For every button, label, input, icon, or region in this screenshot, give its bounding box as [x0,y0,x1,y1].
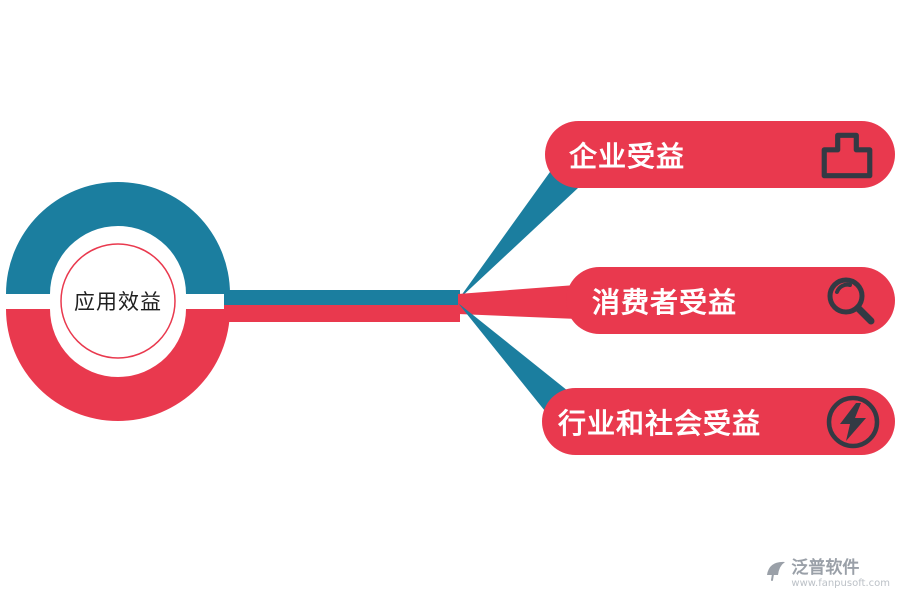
beam-top [458,133,578,300]
branch-label: 企业受益 [569,139,686,173]
center-node-label: 应用效益 [74,290,162,314]
lightning-icon [825,394,881,450]
magnifier-icon [823,273,879,329]
branch-node-enterprise: 企业受益 [545,121,895,188]
watermark-url: www.fanpusoft.com [791,578,890,589]
branch-node-industry-society: 行业和社会受益 [542,388,895,455]
branch-label: 行业和社会受益 [558,406,762,440]
center-ring [60,243,176,359]
watermark: 泛普软件 www.fanpusoft.com [765,558,890,590]
trunk-stripe-red [224,305,460,322]
branch-label: 消费者受益 [592,285,738,319]
donut-top-half [6,182,230,294]
briefcase-icon [817,127,877,183]
fanpu-logo-icon [765,558,787,582]
donut-bottom-half [6,309,230,421]
trunk-stripe-teal [224,290,460,305]
watermark-brand: 泛普软件 [791,558,860,578]
branch-node-consumer: 消费者受益 [566,267,895,334]
